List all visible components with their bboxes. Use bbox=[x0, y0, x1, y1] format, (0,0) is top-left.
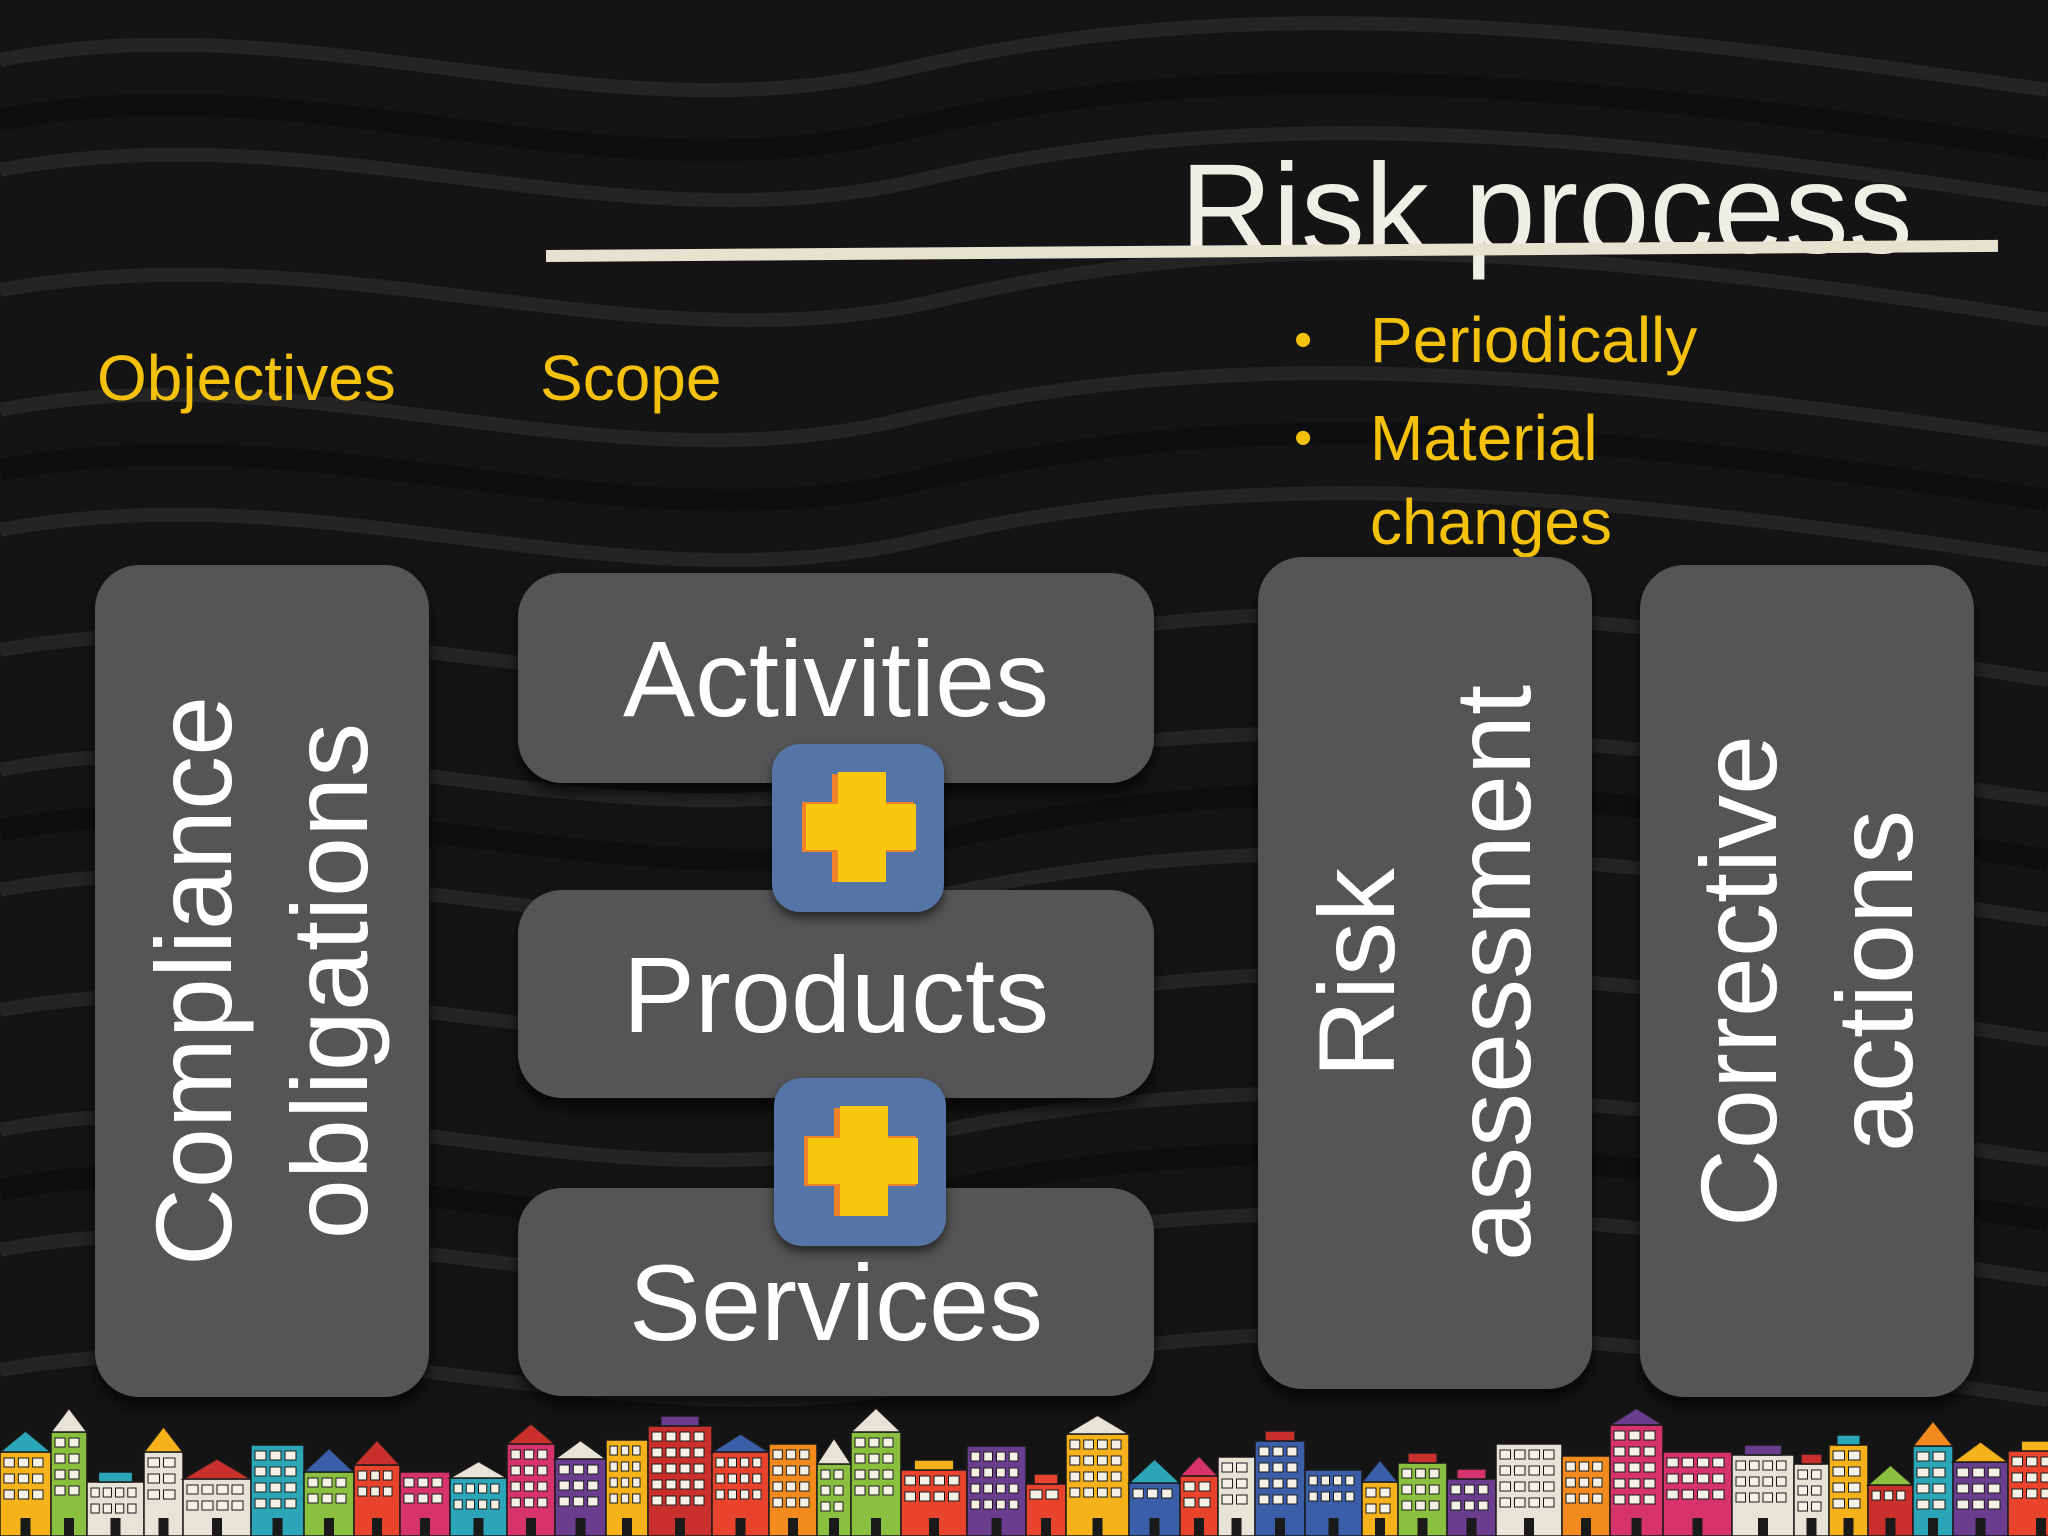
skyline-house bbox=[302, 1447, 356, 1536]
services-label: Services bbox=[628, 1241, 1044, 1363]
activities-label: Activities bbox=[622, 617, 1050, 739]
skyline-house bbox=[849, 1407, 903, 1536]
skyline-house bbox=[1446, 1468, 1497, 1536]
skyline-house bbox=[815, 1436, 853, 1536]
skyline-house bbox=[447, 1460, 510, 1536]
skyline-house bbox=[1662, 1451, 1733, 1536]
skyline-house bbox=[966, 1445, 1027, 1536]
products-box: Products bbox=[518, 890, 1154, 1098]
compliance-obligations-box: Compliance obligations bbox=[95, 565, 429, 1397]
skyline-house bbox=[1607, 1407, 1666, 1536]
risk-line-2: assessment bbox=[1432, 684, 1553, 1262]
skyline-house bbox=[504, 1422, 558, 1536]
skyline-house bbox=[1950, 1440, 2011, 1536]
corrective-actions-text: Corrective actions bbox=[1671, 735, 1943, 1227]
skyline-house bbox=[1025, 1473, 1067, 1536]
skyline-house bbox=[180, 1457, 254, 1536]
skyline-house bbox=[900, 1459, 968, 1536]
skyline-house bbox=[605, 1439, 649, 1536]
activities-box: Activities bbox=[518, 573, 1154, 783]
skyline-house bbox=[1731, 1444, 1795, 1536]
corrective-line-1: Corrective bbox=[1678, 734, 1799, 1228]
skyline-house bbox=[86, 1471, 145, 1536]
city-skyline-illustration bbox=[0, 1406, 2048, 1536]
plus-connector-2 bbox=[774, 1078, 946, 1246]
skyline-house bbox=[49, 1406, 89, 1536]
plus-connector-1 bbox=[772, 744, 944, 912]
skyline-house bbox=[1304, 1469, 1363, 1536]
skyline-house bbox=[0, 1429, 54, 1536]
bullet-text: Material changes bbox=[1370, 402, 1612, 558]
corrective-line-2: actions bbox=[1814, 809, 1935, 1153]
skyline-house bbox=[647, 1415, 713, 1536]
skyline-house bbox=[1178, 1454, 1220, 1536]
slide-title: Risk process bbox=[1180, 138, 1913, 281]
skyline-house bbox=[1127, 1458, 1182, 1536]
bullet-dot-icon: • bbox=[1294, 311, 1313, 369]
risk-assessment-text: Risk assessment bbox=[1289, 685, 1561, 1261]
skyline-house bbox=[399, 1471, 451, 1536]
skyline-house bbox=[1911, 1419, 1955, 1536]
plus-icon bbox=[804, 1106, 918, 1216]
skyline-house bbox=[552, 1439, 609, 1536]
skyline-house bbox=[768, 1443, 818, 1536]
skyline-house bbox=[709, 1432, 772, 1536]
skyline-house bbox=[1063, 1414, 1132, 1536]
risk-assessment-box: Risk assessment bbox=[1258, 557, 1592, 1389]
skyline-house bbox=[1495, 1443, 1563, 1536]
bullet-item-material-changes: • Material changes bbox=[1290, 396, 1750, 564]
scope-label: Scope bbox=[540, 342, 722, 414]
skyline-house bbox=[1217, 1456, 1256, 1536]
skyline-house bbox=[1793, 1453, 1830, 1536]
compliance-line-2: obligations bbox=[269, 722, 390, 1240]
compliance-obligations-text: Compliance obligations bbox=[126, 696, 398, 1266]
trigger-bullet-list: • Periodically • Material changes bbox=[1290, 298, 1750, 578]
bullet-dot-icon: • bbox=[1294, 409, 1313, 467]
skyline-house bbox=[250, 1444, 305, 1536]
risk-line-1: Risk bbox=[1296, 868, 1417, 1079]
skyline-house bbox=[1254, 1430, 1306, 1536]
compliance-line-1: Compliance bbox=[133, 695, 254, 1267]
bullet-item-periodically: • Periodically bbox=[1290, 298, 1750, 382]
skyline-house bbox=[1828, 1434, 1869, 1536]
bullet-text: Periodically bbox=[1370, 304, 1698, 376]
skyline-house bbox=[142, 1425, 185, 1536]
plus-icon bbox=[802, 772, 916, 882]
corrective-actions-box: Corrective actions bbox=[1640, 565, 1974, 1397]
skyline-house bbox=[352, 1439, 402, 1536]
objectives-label: Objectives bbox=[97, 342, 396, 414]
products-label: Products bbox=[622, 933, 1050, 1055]
skyline-house bbox=[2007, 1440, 2048, 1536]
skyline-house bbox=[1561, 1455, 1611, 1536]
skyline-house bbox=[1360, 1458, 1400, 1536]
skyline-house bbox=[1866, 1464, 1915, 1536]
skyline-house bbox=[1397, 1452, 1448, 1536]
